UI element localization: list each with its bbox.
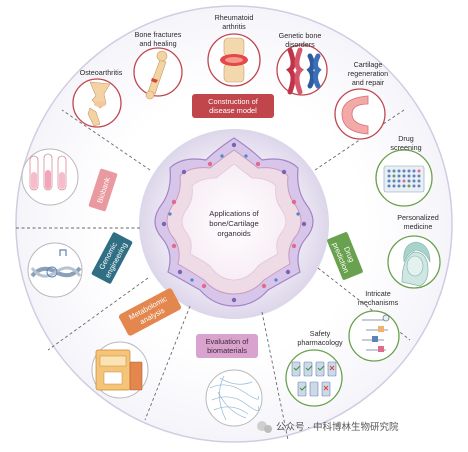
organoid-center: Applications of bone/Cartilage organoids: [154, 137, 314, 307]
biomaterials-tag: [196, 334, 258, 358]
cell-nuclei: [161, 142, 307, 303]
disease-tag-line1: Construction of: [208, 97, 259, 106]
biomaterials-tag-line2: biomaterials: [207, 346, 247, 355]
label-osteoarthritis: Osteoarthritis: [80, 68, 123, 77]
watermark: 公众号 · 中科博林生物研究院: [257, 421, 399, 433]
test-tubes-icon: [29, 153, 67, 191]
inflamed-joint-icon: [220, 37, 248, 83]
label-screening-2: screening: [390, 143, 421, 152]
metabolomic-tag: [118, 288, 182, 336]
biomaterials-tag-line1: Evaluation of: [206, 337, 250, 346]
mass-spec-icon: [95, 349, 143, 391]
biomaterials-section: Evaluation of biomaterials: [196, 334, 263, 427]
label-screening-1: Drug: [398, 134, 414, 143]
biobank-tag: [88, 168, 118, 212]
watermark-text: 公众号 · 中科博林生物研究院: [276, 421, 399, 433]
fractured-bone-icon: [145, 50, 168, 100]
center-title-line1: Applications of: [209, 209, 259, 218]
pathway-icon: [362, 314, 390, 352]
label-safety-1: Safety: [310, 329, 331, 338]
genomic-tag: [91, 232, 133, 284]
label-cartilage-2: regeneration: [348, 69, 388, 78]
disease-model-section: Osteoarthritis Bone fractures and healin…: [72, 13, 388, 140]
label-intricate-2: mechanisms: [358, 298, 399, 307]
metabolomic-section: Metabolomic analysis: [91, 288, 182, 399]
label-fracture-1: Bone fractures: [135, 30, 182, 39]
dna-editing-icon: [30, 249, 82, 278]
center-title-line2: bone/Cartilage: [209, 219, 258, 228]
scaffold-fibers-icon: [209, 375, 260, 421]
label-genetic-2: disorders: [285, 40, 315, 49]
label-personalized-1: Personalized: [397, 213, 439, 222]
label-intricate-1: Intricate: [365, 289, 391, 298]
chromosome-icon: [286, 47, 322, 95]
label-cartilage-3: and repair: [352, 78, 385, 87]
drug-prediction-tag: [327, 232, 363, 280]
biobank-section: Biobank: [21, 148, 118, 212]
knee-icon: [87, 81, 111, 127]
well-plate-icon: [383, 165, 425, 193]
label-genetic-1: Genetic bone: [279, 31, 322, 40]
label-safety-2: pharmacology: [297, 338, 343, 347]
safety-circle: [285, 349, 343, 407]
label-ra-2: arthritis: [222, 22, 246, 31]
person-face-icon: [401, 241, 431, 287]
center-title-line3: organoids: [217, 229, 251, 238]
disease-model-tag: [192, 94, 274, 118]
meniscus-icon: [341, 95, 369, 135]
organoid-lumen: [181, 163, 287, 281]
vials-icon: [291, 361, 337, 397]
label-ra-1: Rheumatoid: [215, 13, 254, 22]
label-personalized-2: medicine: [404, 222, 433, 231]
sector-dividers: [16, 109, 411, 441]
disease-tag-line2: disease model: [209, 106, 257, 115]
drug-prediction-section: Drug screening Personalized medicine Int…: [285, 134, 441, 407]
label-fracture-2: and healing: [139, 39, 176, 48]
label-cartilage-1: Cartilage: [354, 60, 383, 69]
